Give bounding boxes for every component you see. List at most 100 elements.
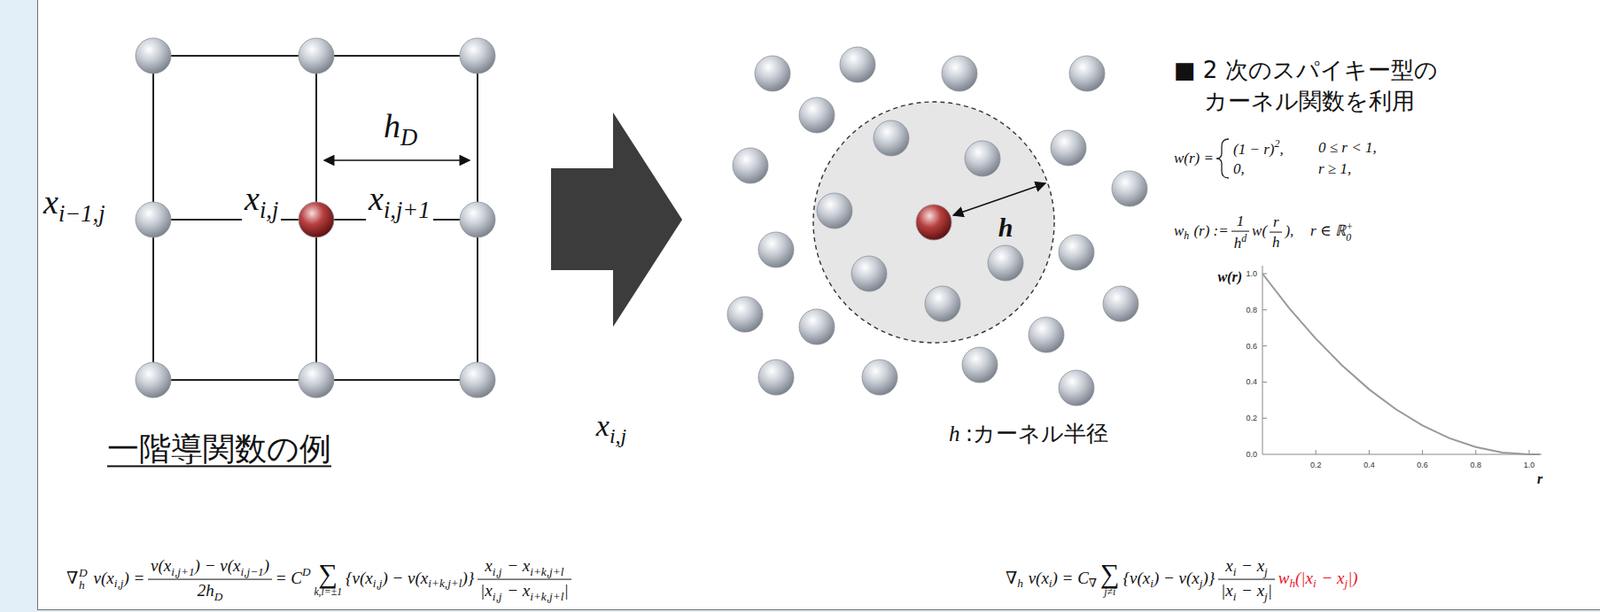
ticks: [1262, 273, 1530, 455]
particle: [851, 256, 887, 292]
formula: − x: [506, 581, 530, 600]
tick-label: 0.8: [1245, 304, 1258, 315]
formula: h: [1183, 229, 1189, 242]
formula: j≠i: [1100, 587, 1120, 599]
formula: v(x: [150, 556, 171, 575]
particle: [135, 201, 171, 238]
denominator: 2hD: [147, 579, 272, 604]
particle: [1102, 286, 1139, 322]
formula: |): [1347, 567, 1359, 587]
spacing-label: h: [383, 107, 401, 145]
node-label: xi,j+1: [365, 178, 434, 226]
numerator: xi− xj: [1218, 556, 1275, 580]
numerator: xi,j− xi+k,j+l: [477, 556, 571, 580]
bullet-note: ■ 2 次のスパイキー型の カーネル関数を利用: [1173, 56, 1438, 115]
particle: [758, 359, 794, 396]
legend-note: :カーネル半径: [965, 420, 1109, 447]
script-stack: Dh: [78, 566, 88, 592]
formula: j: [1264, 564, 1268, 578]
formula: {v(x: [1122, 567, 1150, 587]
formula: w: [1173, 222, 1184, 240]
particle: [1058, 234, 1095, 271]
formula: ∇: [66, 567, 78, 587]
particle: [799, 309, 835, 345]
tick-label: 0.4: [1363, 460, 1375, 470]
formula: ) − v(x: [194, 556, 241, 575]
formula: ∇: [1088, 576, 1097, 591]
particle: [754, 55, 791, 92]
transition-arrow: [551, 112, 683, 327]
formula: k,l=±1: [313, 587, 342, 599]
node-label: x: [244, 179, 260, 218]
formula: d: [1241, 231, 1247, 244]
formula: 2h: [197, 581, 215, 600]
formula: ∑: [313, 559, 342, 587]
particle: [1069, 55, 1105, 92]
formula: − x: [1320, 567, 1344, 587]
tick-label: 0.2: [1245, 413, 1258, 424]
formula: i: [1048, 576, 1053, 591]
tick-label: 0.8: [1470, 460, 1483, 471]
formula: w: [1278, 567, 1290, 587]
particle: [135, 362, 171, 398]
formula: )}: [1202, 567, 1215, 587]
grid-frame: [153, 55, 478, 381]
legend-note: h: [948, 421, 961, 446]
formula: i,j: [492, 589, 503, 603]
sum-operator: ∑j≠i: [1100, 559, 1120, 599]
spacing-label: D: [400, 124, 418, 151]
formula: ) − v(x: [1153, 567, 1200, 587]
formula: )}: [462, 567, 475, 587]
formula: i,j: [372, 576, 383, 591]
formula: = C: [275, 567, 303, 587]
tick-label: 1.0: [1523, 460, 1536, 471]
axis-label: r: [1537, 471, 1543, 487]
tick-label: 0.2: [1310, 460, 1322, 471]
formula: 1: [1236, 212, 1245, 230]
fraction: rh: [1269, 213, 1282, 251]
formula: i,j: [114, 576, 125, 591]
tick-label: 0.4: [1363, 460, 1375, 471]
formula: |x: [480, 581, 493, 600]
particle: [1058, 370, 1095, 406]
particle: [758, 232, 794, 268]
fraction: xi,j− xi+k,j+l|xi,j− xi+k,j+l|: [477, 556, 571, 604]
formula: |: [563, 581, 568, 600]
formula: 2: [1273, 137, 1280, 150]
fraction: 1 hd: [1231, 212, 1250, 253]
spacing-label: hD: [383, 106, 418, 153]
formula: ∑: [1100, 559, 1120, 587]
tick: [1475, 450, 1476, 455]
formula: h: [1234, 234, 1243, 252]
formula: i+k,j+l: [529, 589, 564, 603]
formula: ) = C: [1052, 567, 1089, 587]
formula: D: [78, 566, 88, 580]
formula: h: [1017, 576, 1024, 591]
formula: i: [1312, 576, 1317, 591]
node-label: xi,j: [596, 408, 627, 450]
particle: [839, 46, 876, 83]
tick-label: 1.0: [1245, 269, 1258, 280]
section-heading: 一階導関数の例: [107, 430, 332, 467]
formula: v(x: [93, 567, 115, 587]
denominator: h: [1269, 232, 1282, 252]
formula: r ∈ ℝ: [1310, 222, 1346, 240]
formula: 0: [1345, 232, 1353, 244]
particle: [459, 201, 496, 238]
node-label: i,j: [609, 424, 627, 448]
formula: (r) :=: [1193, 222, 1228, 240]
spacing-arrow: [324, 159, 470, 162]
particle: [816, 193, 853, 229]
particle: [799, 97, 835, 133]
tick-label: 0.4: [1245, 377, 1258, 387]
radius-label: h: [998, 212, 1014, 242]
center-particle: [916, 204, 952, 241]
grid-particles: [135, 38, 496, 398]
particle: [1028, 317, 1065, 353]
numerator: r: [1269, 213, 1282, 233]
tick-label: 1.0: [1523, 460, 1536, 470]
radius-label: h: [998, 211, 1014, 244]
scattered-particles: [727, 46, 1148, 406]
node-label: x: [596, 409, 610, 443]
particle: [1050, 130, 1087, 166]
